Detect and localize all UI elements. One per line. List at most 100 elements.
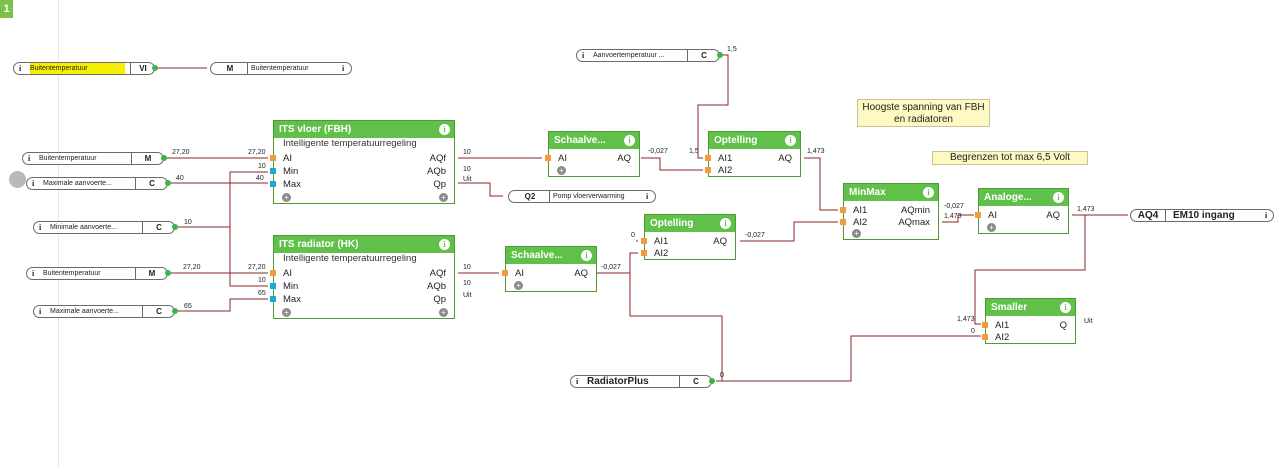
info-icon[interactable]: i [32, 179, 35, 188]
info-icon[interactable]: i [576, 377, 579, 386]
info-icon[interactable]: i [1053, 192, 1064, 203]
terminal-aanvoertemperatuur[interactable]: i Aanvoertemperatuur ... C [576, 49, 720, 62]
terminal-type: C [701, 51, 707, 60]
terminal-aq4-em10[interactable]: AQ4 EM10 ingang i [1130, 209, 1274, 222]
note-hoogste-spanning[interactable]: Hoogste spanning van FBH en radiatoren [857, 99, 990, 127]
wire-mm-max [942, 214, 974, 223]
info-icon[interactable]: i [19, 64, 22, 73]
selection-handle[interactable] [9, 171, 26, 188]
terminal-name: Maximale aanvoerte... [43, 180, 112, 187]
add-icon[interactable]: + [282, 193, 291, 202]
port-aq: AQ [617, 153, 631, 164]
wire-value-label: 40 [176, 175, 184, 182]
input-pin[interactable] [641, 238, 647, 244]
block-title: Optelling [650, 218, 694, 229]
wire-value-label: Uit [1084, 318, 1093, 325]
terminal-type: C [156, 307, 162, 316]
input-pin[interactable] [502, 270, 508, 276]
output-connector[interactable] [172, 224, 178, 230]
terminal-type: Q2 [524, 192, 536, 201]
info-icon[interactable]: i [39, 307, 42, 316]
block-analoge-versterker[interactable]: Analoge...i AI AQ + [975, 188, 1069, 234]
input-pin[interactable] [270, 296, 276, 302]
output-connector[interactable] [717, 52, 723, 58]
info-icon[interactable]: i [1265, 211, 1268, 220]
wire-value-label: 10 [258, 277, 266, 284]
info-icon[interactable]: i [582, 51, 585, 60]
wire-value-label: -0,027 [648, 148, 668, 155]
input-pin[interactable] [270, 181, 276, 187]
input-pin[interactable] [270, 168, 276, 174]
block-title: Optelling [714, 135, 758, 146]
info-icon[interactable]: i [439, 124, 450, 135]
block-schaalverdeling-1[interactable]: Schaalve...i AI AQ + [545, 131, 640, 177]
info-icon[interactable]: i [1060, 302, 1071, 313]
port-aq: AQ [778, 153, 792, 164]
output-connector[interactable] [161, 155, 167, 161]
info-icon[interactable]: i [785, 135, 796, 146]
info-icon[interactable]: i [624, 135, 635, 146]
input-pin[interactable] [975, 212, 981, 218]
block-its-vloer[interactable]: ITS vloer (FBH)i Intelligente temperatuu… [270, 120, 455, 204]
info-icon[interactable]: i [39, 223, 42, 232]
wire-max-c2 [177, 298, 268, 312]
output-connector[interactable] [172, 308, 178, 314]
input-pin[interactable] [840, 219, 846, 225]
add-icon[interactable]: + [852, 229, 861, 238]
terminal-buitentemperatuur-vi[interactable]: i Buitentemperatuur VI [13, 62, 155, 75]
input-pin[interactable] [641, 250, 647, 256]
add-icon[interactable]: + [557, 166, 566, 175]
info-icon[interactable]: i [923, 187, 934, 198]
info-icon[interactable]: i [720, 218, 731, 229]
input-pin[interactable] [705, 167, 711, 173]
terminal-buitentemperatuur-m2[interactable]: i Buitentemperatuur M [26, 267, 168, 280]
info-icon[interactable]: i [28, 154, 31, 163]
output-connector[interactable] [152, 65, 158, 71]
output-connector[interactable] [165, 270, 171, 276]
port-aq: AQ [713, 236, 727, 247]
add-icon[interactable]: + [439, 308, 448, 317]
terminal-buitentemperatuur-m[interactable]: M Buitentemperatuur i [210, 62, 352, 75]
block-schaalverdeling-2[interactable]: Schaalve...i AI AQ + [502, 246, 597, 292]
port-ai2: AI2 [654, 248, 669, 259]
info-icon[interactable]: i [32, 269, 35, 278]
wire-value-label: 10 [463, 149, 471, 156]
input-pin[interactable] [270, 283, 276, 289]
add-icon[interactable]: + [514, 281, 523, 290]
input-pin[interactable] [982, 334, 988, 340]
output-connector[interactable] [709, 378, 715, 384]
port-aqf: AQf [429, 153, 446, 164]
info-icon[interactable]: i [646, 192, 649, 201]
terminal-minimale-aanvoer[interactable]: i Minimale aanvoerte... C [33, 221, 175, 234]
input-pin[interactable] [270, 270, 276, 276]
terminal-maximale-aanvoer-2[interactable]: i Maximale aanvoerte... C [33, 305, 175, 318]
terminal-q2-pomp[interactable]: Q2 Pomp vloerverwarming i [508, 190, 656, 203]
input-pin[interactable] [840, 207, 846, 213]
input-pin[interactable] [270, 155, 276, 161]
wire-value-label: 65 [184, 303, 192, 310]
block-its-radiator[interactable]: ITS radiator (HK)i Intelligente temperat… [270, 235, 455, 319]
add-icon[interactable]: + [439, 193, 448, 202]
port-aqb: AQb [426, 281, 446, 292]
block-title: Schaalve... [554, 135, 606, 146]
output-connector[interactable] [165, 180, 171, 186]
note-begrenzen[interactable]: Begrenzen tot max 6,5 Volt [932, 151, 1088, 165]
add-icon[interactable]: + [987, 223, 996, 232]
input-pin[interactable] [705, 155, 711, 161]
terminal-buitentemperatuur-m1[interactable]: i Buitentemperatuur M [22, 152, 164, 165]
info-icon[interactable]: i [581, 250, 592, 261]
input-pin[interactable] [545, 155, 551, 161]
add-icon[interactable]: + [282, 308, 291, 317]
info-icon[interactable]: i [439, 239, 450, 250]
terminal-radiatorplus[interactable]: i RadiatorPlus C [570, 375, 712, 388]
terminal-maximale-aanvoer-1[interactable]: i Maximale aanvoerte... C [26, 177, 168, 190]
info-icon[interactable]: i [342, 64, 345, 73]
wire-value-label: 27,20 [172, 149, 190, 156]
wire-value-label: 1,473 [807, 148, 825, 155]
input-pin[interactable] [982, 322, 988, 328]
